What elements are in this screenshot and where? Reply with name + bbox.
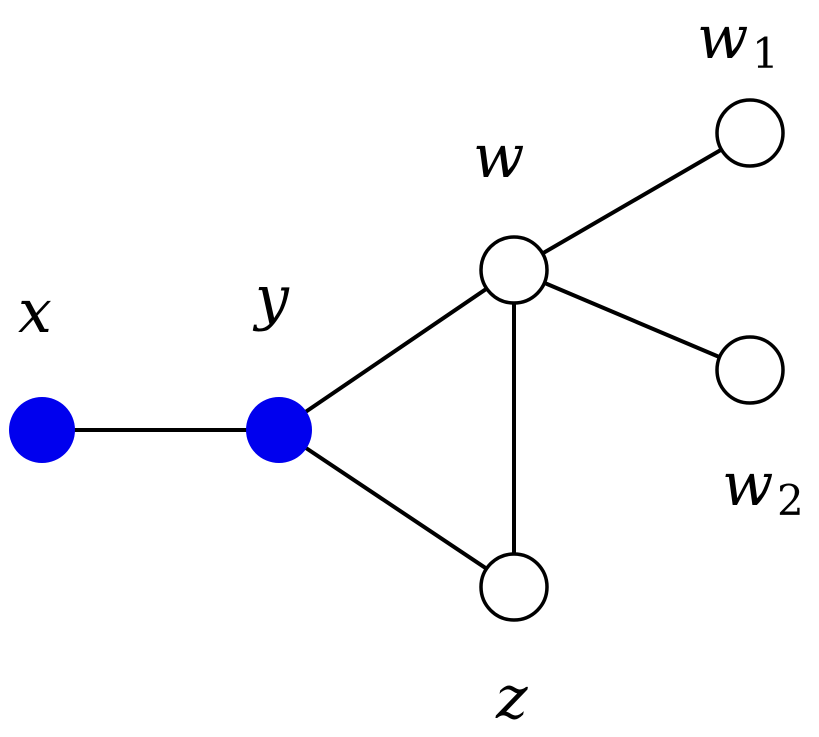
label-w1-base: w [697, 3, 748, 73]
node-w1 [715, 98, 785, 168]
label-w1: w [697, 3, 748, 73]
label-w2-base: w [722, 450, 773, 520]
label-x: x [18, 277, 52, 347]
label-y: y [252, 263, 290, 333]
node-z [479, 552, 549, 622]
label-w1-subscript: 1 [752, 29, 779, 78]
label-w2-subscript: 2 [777, 476, 804, 525]
edge-w-w2 [512, 268, 752, 372]
node-w2 [715, 335, 785, 405]
nodes [9, 98, 785, 622]
labels: x y w z w 1 w 2 [18, 3, 804, 733]
label-w2: w [722, 450, 773, 520]
edge-y-z [277, 428, 516, 589]
edge-w-w1 [512, 131, 752, 272]
label-z: z [495, 663, 528, 733]
label-w: w [473, 122, 524, 192]
node-y [246, 397, 312, 463]
edge-y-w [277, 268, 516, 432]
edges [40, 131, 752, 589]
node-w [479, 235, 549, 305]
node-x [9, 397, 75, 463]
